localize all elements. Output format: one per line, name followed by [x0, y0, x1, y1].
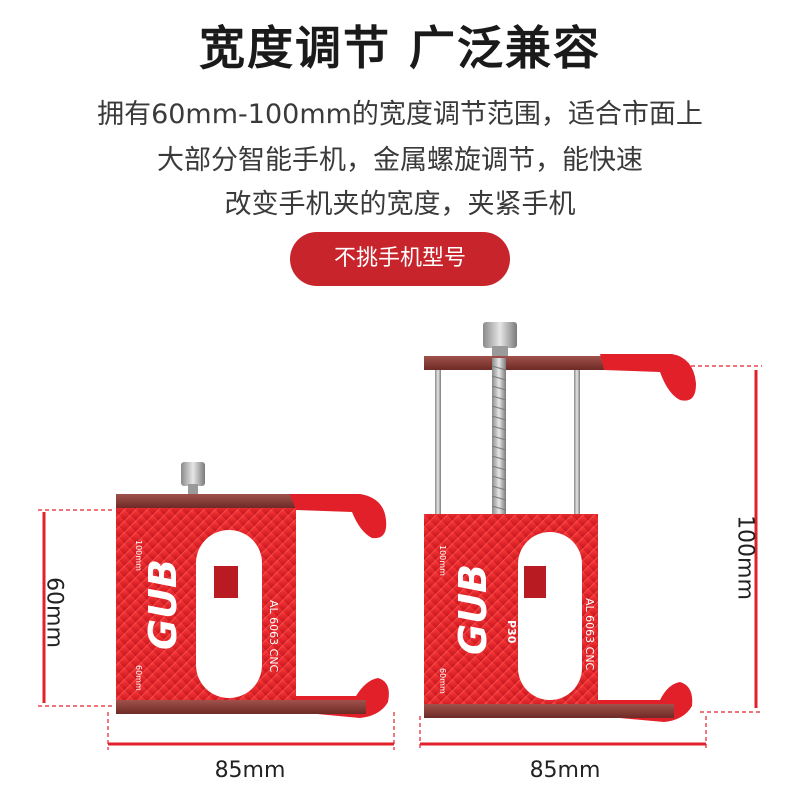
- model-label-right: P30: [505, 620, 518, 644]
- compatibility-badge: 不挑手机型号: [290, 232, 510, 286]
- range-min-label-left: 60mm: [134, 665, 143, 691]
- headline: 宽度调节 广泛兼容: [198, 21, 601, 75]
- material-label-left: AL 6063 CNC: [267, 600, 280, 673]
- description-line-3: 改变手机夹的宽度，夹紧手机: [224, 189, 576, 220]
- adjust-knob-icon: [483, 322, 517, 358]
- dimension-left-width: [107, 712, 395, 750]
- dimension-left-width-label: 85mm: [214, 758, 286, 783]
- product-figure: GUB P30 AL 6063 CNC 100mm 60mm: [38, 322, 762, 750]
- material-label-right: AL 6063 CNC: [583, 598, 596, 671]
- dimension-right-width: [419, 716, 707, 750]
- holder-extended: GUB P30 AL 6063 CNC 100mm 60mm: [424, 322, 696, 722]
- dimension-left-height: [38, 509, 112, 707]
- description-line-1: 拥有60mm-100mm的宽度调节范围，适合市面上: [97, 99, 703, 130]
- description-line-2: 大部分智能手机，金属螺旋调节，能快速: [157, 145, 643, 176]
- brand-logo-right: GUB: [451, 564, 495, 655]
- dimension-right-height-label: 100mm: [732, 515, 758, 600]
- adjust-knob-icon: [181, 462, 205, 498]
- holder-closed: GUB P30 AL 6063 CNC 100mm 60mm: [116, 462, 389, 718]
- dimension-right-width-label: 85mm: [529, 758, 601, 783]
- range-max-label-left: 100mm: [134, 540, 143, 571]
- dimension-right-height: [684, 365, 762, 713]
- model-label-left: P30: [197, 615, 210, 639]
- range-max-label-right: 100mm: [438, 545, 447, 576]
- range-min-label-right: 60mm: [438, 668, 447, 694]
- dimension-left-height-label: 60mm: [41, 577, 67, 648]
- brand-logo-left: GUB: [141, 559, 185, 650]
